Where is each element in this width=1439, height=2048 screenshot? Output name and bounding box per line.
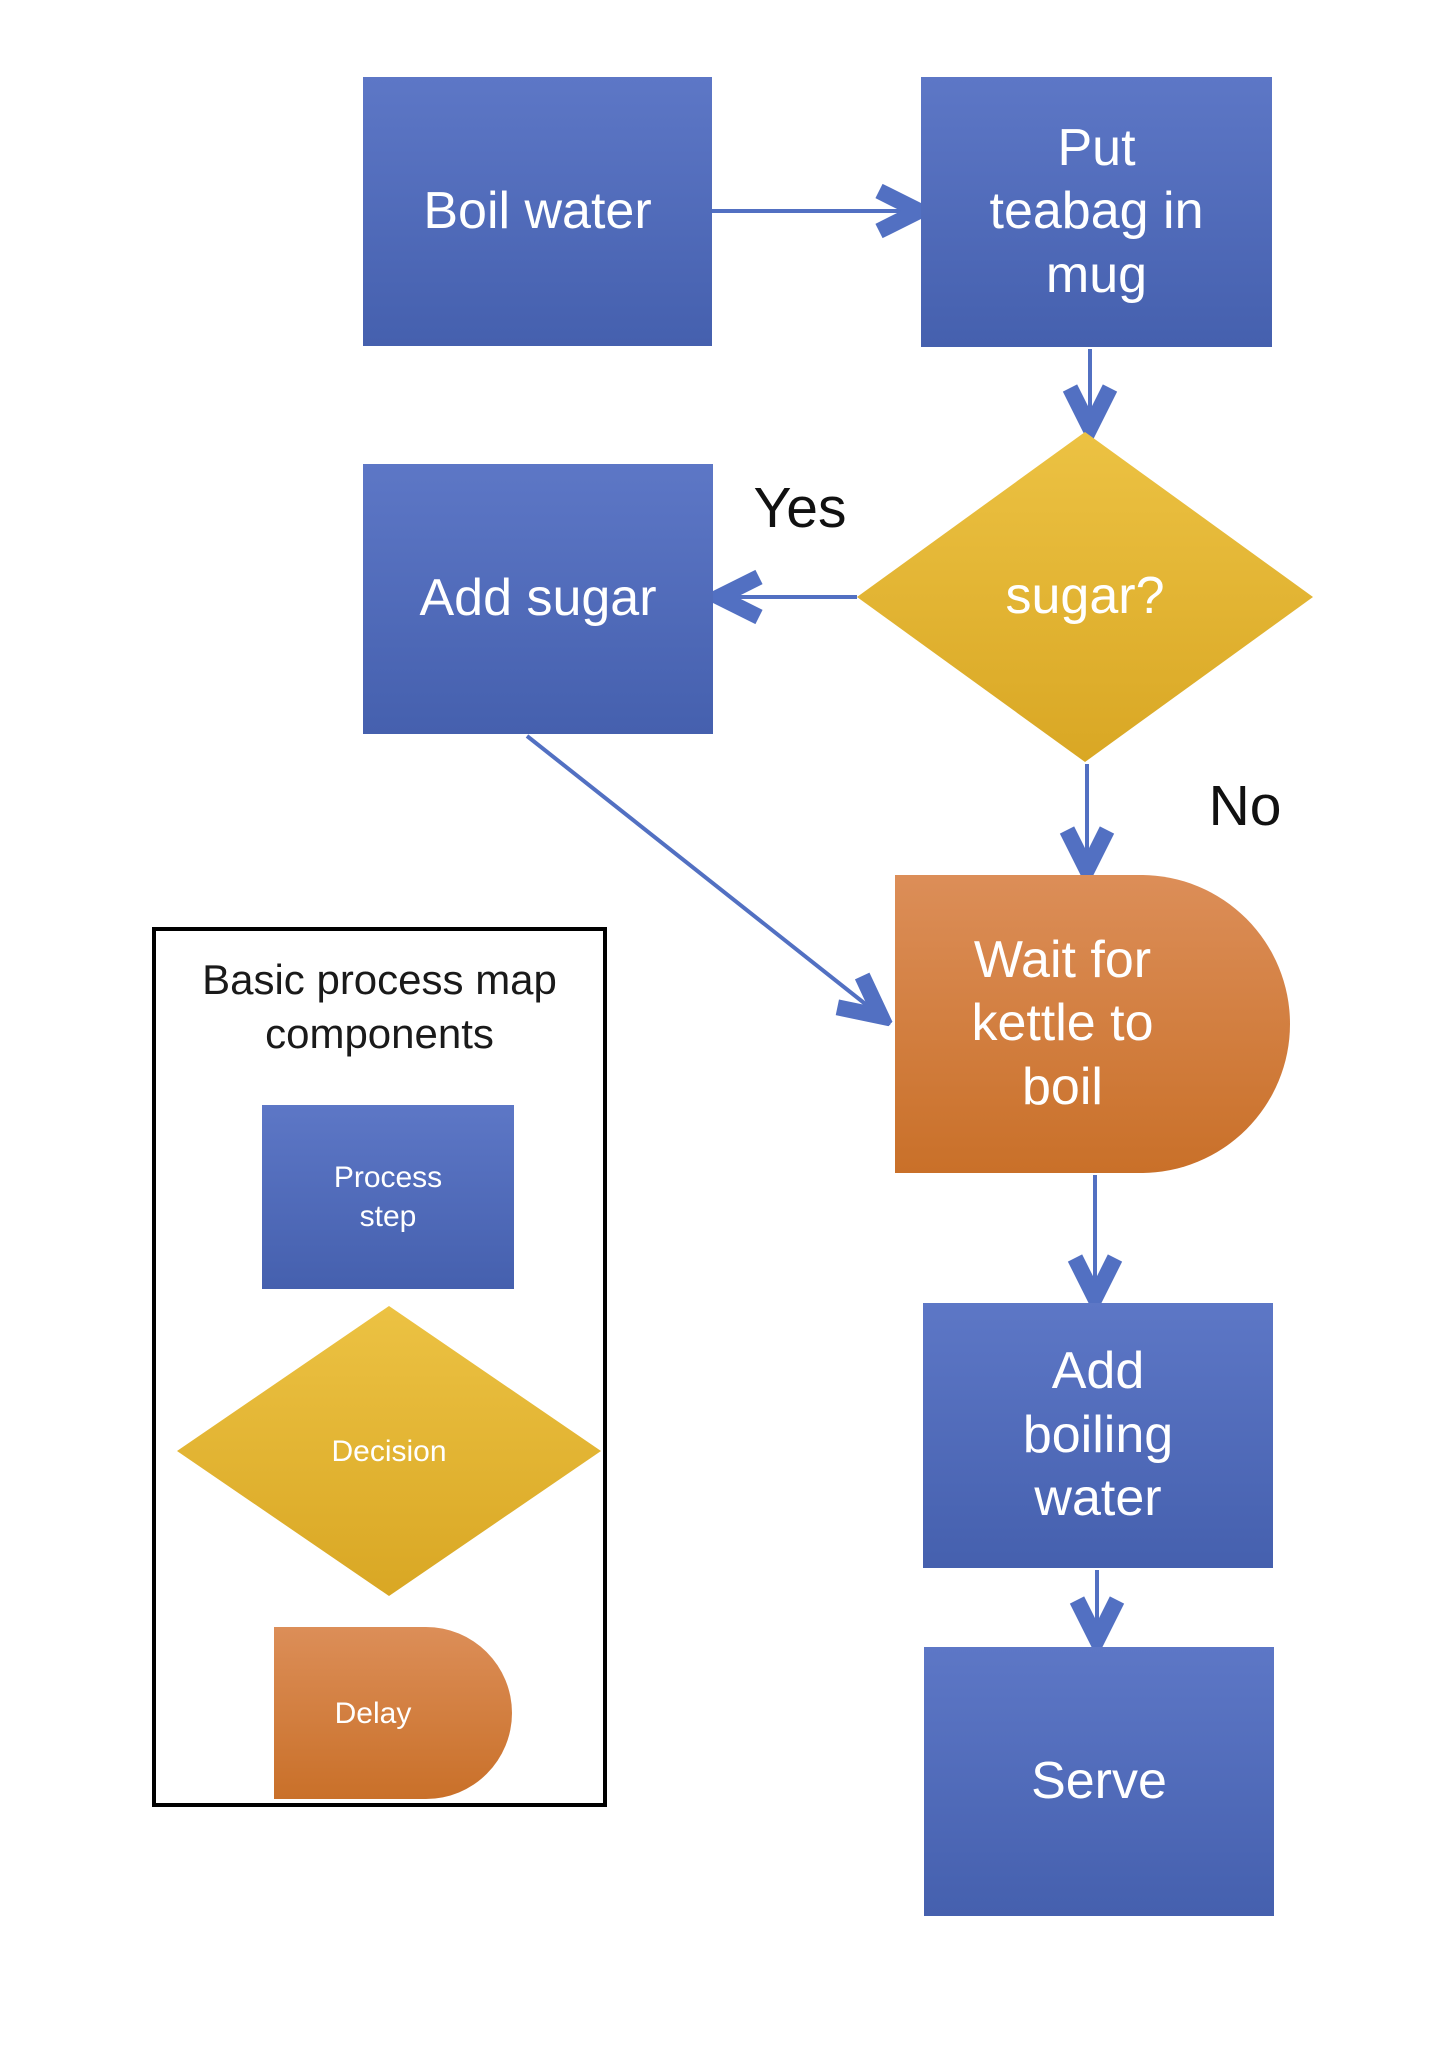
legend-delay-shape: Delay [274, 1627, 512, 1799]
node-serve: Serve [924, 1647, 1274, 1916]
node-wait-kettle: Wait for kettle to boil [895, 875, 1290, 1173]
legend-delay-label: Delay [334, 1696, 412, 1730]
legend-process-step-shape: Process step [262, 1105, 514, 1289]
legend-box: Basic process map components Process ste… [152, 927, 607, 1807]
node-sugar-decision: sugar? [857, 432, 1313, 762]
node-put-teabag: Put teabag in mug [921, 77, 1272, 347]
node-add-boiling-water-label: Add boiling water [1022, 1342, 1174, 1528]
node-sugar-decision-label: sugar? [1005, 567, 1165, 626]
legend-decision-shape: Decision [177, 1306, 601, 1596]
node-add-boiling-water: Add boiling water [923, 1303, 1273, 1568]
node-boil-water: Boil water [363, 77, 712, 346]
node-boil-water-label: Boil water [423, 181, 652, 240]
node-wait-kettle-label: Wait for kettle to boil [971, 930, 1154, 1116]
edge-label-no: No [1208, 774, 1282, 838]
edge-label-yes: Yes [753, 476, 847, 540]
legend-title: Basic process map components [202, 956, 557, 1057]
node-add-sugar-label: Add sugar [419, 569, 657, 628]
legend-decision-label: Decision [331, 1434, 447, 1468]
node-serve-label: Serve [1031, 1751, 1167, 1810]
node-put-teabag-label: Put teabag in mug [989, 118, 1204, 304]
node-add-sugar: Add sugar [363, 464, 713, 734]
legend-process-step-label: Process step [333, 1161, 443, 1233]
